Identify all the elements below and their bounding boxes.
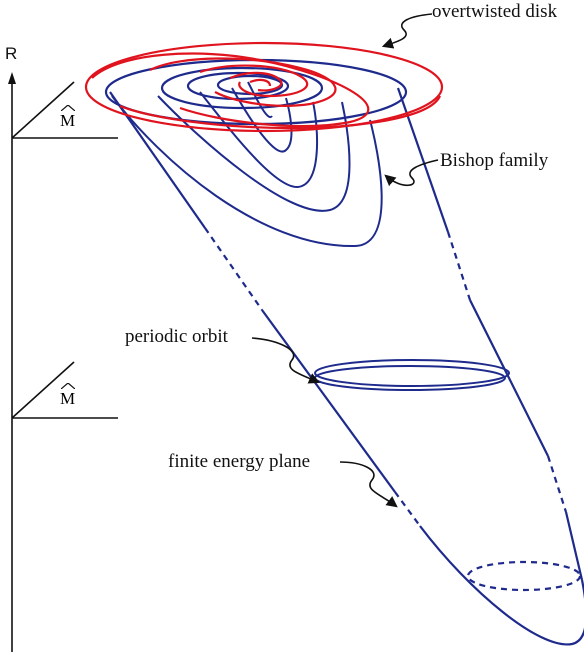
annotation-arrows [251, 13, 439, 508]
r-axis-label: R [5, 44, 18, 63]
bishop-arrow [384, 159, 439, 187]
hat-accent-icon [61, 383, 75, 389]
overtwisted-disk-label: overtwisted disk [432, 1, 558, 22]
hat-accent-icon [61, 105, 75, 111]
finite-energy-plane-arrow [339, 461, 398, 508]
upper-plane-letter: M [60, 111, 76, 130]
overtwisted-disk [84, 41, 444, 133]
bishop-family-loops [111, 81, 383, 248]
periodic-orbit-arrow [251, 337, 321, 384]
upper-plane-symbol [11, 81, 118, 139]
finite-energy-plane-label: finite energy plane [168, 451, 311, 472]
lower-plane-symbol [11, 361, 118, 419]
r-axis-arrowhead [8, 72, 16, 84]
periodic-orbit-label: periodic orbit [125, 326, 228, 347]
bishop-family-label: Bishop family [440, 150, 549, 171]
upper-plane-label: M [60, 105, 76, 130]
periodic-orbit-loops [314, 359, 510, 391]
overtwisted-arrow [381, 13, 433, 49]
lower-plane-label: M [60, 383, 76, 408]
lower-plane-letter: M [60, 389, 76, 408]
